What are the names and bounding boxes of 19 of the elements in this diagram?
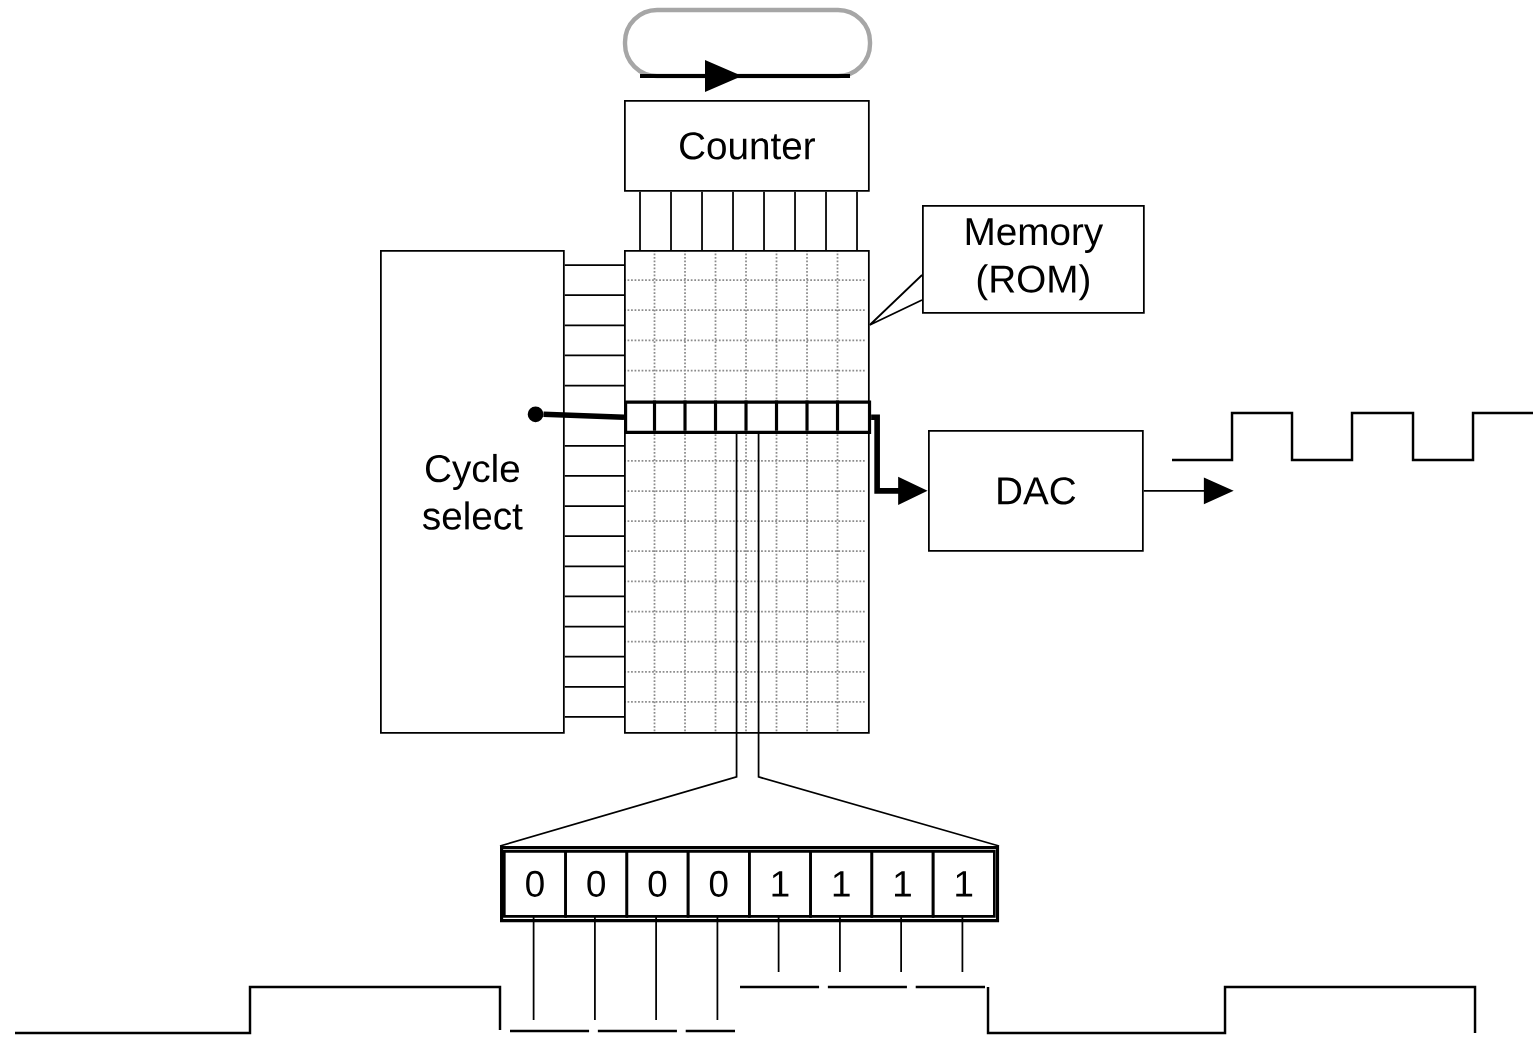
block-box: Counter [624,100,870,192]
bit-cell: 1 [931,850,996,918]
bit-row [624,400,872,434]
bit-cell: 0 [686,850,751,918]
zoom-outline [499,433,1000,847]
bit-cell: 0 [564,850,629,918]
bit-row [500,846,1000,923]
block-box: Memory (ROM) [922,205,1145,314]
bus-lines [639,190,858,251]
bit-cell: 1 [748,850,812,918]
dot [527,406,544,423]
bit-cell: 1 [809,850,874,918]
block-box: Cycle select [380,250,565,734]
bus-lines [563,264,625,718]
bit-cell: 0 [625,850,690,918]
bit-cell: 0 [503,850,567,918]
block-box: DAC [928,430,1144,552]
leader-line [868,274,923,326]
bit-cell: 1 [870,850,935,918]
